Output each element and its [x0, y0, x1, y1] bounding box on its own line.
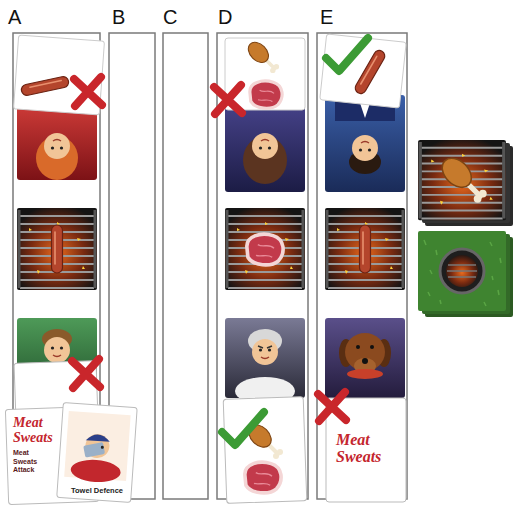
green-check [222, 412, 264, 445]
character-card [225, 318, 305, 405]
column-letter: E [320, 7, 333, 27]
red-cross [72, 359, 100, 388]
game-card: Meat Sweats [326, 398, 406, 502]
sausage [360, 225, 371, 273]
lawn-deck [418, 231, 513, 317]
character-card [325, 95, 405, 192]
red-cross [214, 85, 242, 114]
sausage [52, 225, 63, 273]
grill-card [17, 208, 97, 290]
column-slot: Meat SweatsE [317, 33, 407, 499]
grill-deck [418, 140, 513, 226]
column-letter: C [163, 7, 177, 27]
grill-card [225, 208, 305, 290]
game-card: Towel Defence [60, 405, 134, 500]
red-cross [74, 77, 102, 106]
card-rules-text: Meat Sweats Attack [13, 449, 53, 474]
card-title: Meat Sweats [13, 416, 53, 445]
green-check [326, 38, 368, 71]
column-slot: Meat SweatsMeat Sweats AttackTowel Defen… [13, 33, 100, 499]
character-card [325, 318, 405, 398]
meat-card [320, 34, 406, 108]
card-title: Meat Sweats [336, 432, 402, 466]
column-slot: B [109, 33, 155, 499]
meat-card [225, 38, 305, 110]
column-slot: C [163, 33, 208, 499]
column-slot: D [217, 33, 308, 499]
column-outline [163, 33, 208, 499]
card-title: Towel Defence [65, 486, 129, 495]
meat-card [14, 35, 105, 115]
column-letter: A [8, 7, 21, 27]
steak [247, 234, 283, 265]
action-card [57, 403, 137, 503]
column-letter: D [218, 7, 232, 27]
red-cross [318, 392, 346, 421]
grill-card [325, 208, 405, 290]
column-letter: B [112, 7, 125, 27]
